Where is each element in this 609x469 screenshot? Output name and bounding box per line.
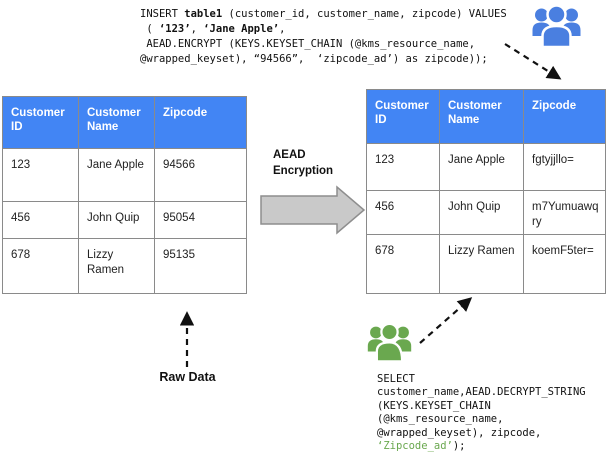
insert-query-line1: INSERT table1 (customer_id, customer_nam… (140, 8, 507, 20)
cell-customer-id: 456 (2, 201, 79, 239)
cell-zipcode-encrypted: m7Yumuawqry (523, 190, 606, 235)
encryption-block-arrow (260, 185, 366, 235)
cell-customer-id: 456 (366, 190, 440, 235)
table-row: 678 Lizzy Ramen 95135 (2, 238, 247, 294)
select-query-line5: @wrapped_keyset), zipcode, (377, 426, 542, 439)
raw-data-label: Raw Data (159, 370, 216, 384)
table-row: 123 Jane Apple fgtyjjllo= (366, 143, 606, 191)
select-query-line1: SELECT (377, 373, 415, 385)
select-query-line3: (KEYS.KEYSET_CHAIN (377, 399, 491, 412)
insert-to-table-dashed-arrow (504, 43, 562, 80)
insert-query-line3: AEAD.ENCRYPT (KEYS.KEYSET_CHAIN (@kms_re… (140, 38, 476, 50)
column-header-customer-id: Customer ID (366, 89, 440, 144)
table-row: 456 John Quip 95054 (2, 201, 247, 239)
cell-customer-id: 678 (2, 238, 79, 294)
cell-customer-id: 123 (366, 143, 440, 191)
cell-zipcode-encrypted: fgtyjjllo= (523, 143, 606, 191)
cell-customer-name: Jane Apple (439, 143, 524, 191)
insert-query-line4: @wrapped_keyset), “94566”, ‘zipcode_ad’)… (140, 53, 488, 65)
cell-zipcode: 95054 (154, 201, 247, 239)
table-header-row: Customer ID Customer Name Zipcode (2, 96, 247, 149)
table-row: 123 Jane Apple 94566 (2, 148, 247, 202)
users-group-blue-icon (532, 4, 581, 48)
cell-customer-name: John Quip (439, 190, 524, 235)
select-query-line4: (@kms_resource_name, (377, 413, 504, 426)
cell-customer-name: John Quip (78, 201, 155, 239)
column-header-zipcode: Zipcode (154, 96, 247, 149)
cell-zipcode: 95135 (154, 238, 247, 294)
table-row: 456 John Quip m7Yumuawqry (366, 190, 606, 235)
insert-query-text: INSERT table1 (customer_id, customer_nam… (140, 7, 507, 67)
cell-customer-id: 123 (2, 148, 79, 202)
select-to-table-dashed-arrow (419, 297, 473, 344)
table-header-row: Customer ID Customer Name Zipcode (366, 89, 606, 144)
cell-customer-name: Jane Apple (78, 148, 155, 202)
select-query-text: SELECT customer_name,AEAD.DECRYPT_STRING… (377, 373, 586, 453)
cell-zipcode-encrypted: koemF5ter= (523, 234, 606, 294)
aead-encryption-label: AEAD Encryption (273, 149, 334, 177)
select-query-line6: ‘Zipcode_ad’); (377, 440, 466, 453)
column-header-customer-id: Customer ID (2, 96, 79, 149)
insert-query-line2: ( ‘123’, ‘Jane Apple’, (140, 23, 286, 35)
raw-data-table: Customer ID Customer Name Zipcode 123 Ja… (2, 96, 247, 294)
column-header-customer-name: Customer Name (78, 96, 155, 149)
cell-zipcode: 94566 (154, 148, 247, 202)
encrypted-data-table: Customer ID Customer Name Zipcode 123 Ja… (366, 89, 606, 294)
cell-customer-name: Lizzy Ramen (78, 238, 155, 294)
column-header-zipcode: Zipcode (523, 89, 606, 144)
cell-customer-name: Lizzy Ramen (439, 234, 524, 294)
users-group-green-icon (367, 322, 412, 363)
select-query-line2: customer_name,AEAD.DECRYPT_STRING (377, 386, 586, 399)
column-header-customer-name: Customer Name (439, 89, 524, 144)
cell-customer-id: 678 (366, 234, 440, 294)
table-row: 678 Lizzy Ramen koemF5ter= (366, 234, 606, 294)
